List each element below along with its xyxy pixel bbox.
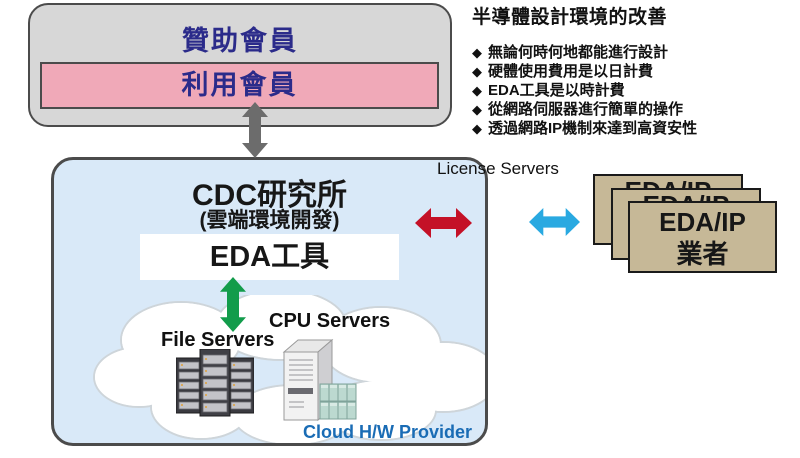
eda-tools-label: EDA工具: [209, 241, 330, 273]
members-cdc-arrow-icon: [242, 102, 268, 158]
bullet-text: 無論何時何地都能進行設計: [488, 44, 669, 61]
list-item: ◆ 透過網路IP機制來達到高資安性: [472, 119, 798, 138]
list-item: ◆ 硬體使用費用是以日計費: [472, 62, 798, 81]
cpu-servers-label: CPU Servers: [269, 310, 391, 332]
eda-cloud-arrow-icon: [220, 277, 246, 332]
diamond-bullet-icon: ◆: [472, 102, 482, 117]
diamond-bullet-icon: ◆: [472, 64, 482, 79]
license-servers-label: License Servers: [437, 159, 559, 178]
license-vendor-arrow-icon: [529, 208, 580, 236]
list-item: ◆ 從網路伺服器進行簡單的操作: [472, 100, 798, 119]
cloud-provider-label: Cloud H/W Provider: [302, 422, 472, 442]
eda-ip-label: EDA/IP: [659, 207, 746, 237]
cdc-institute-box: CDC研究所 (雲端環境開發) EDA工具 File Servers CPU S…: [51, 157, 488, 446]
cdc-subtitle: (雲端環境開發): [199, 209, 340, 232]
improvement-panel: 半導體設計環境的改善 ◆ 無論何時何地都能進行設計 ◆ 硬體使用費用是以日計費 …: [472, 2, 798, 138]
sponsor-member-label: 贊助會員: [182, 26, 298, 56]
cpu-server-icon: [282, 338, 357, 422]
file-server-icon: [176, 349, 254, 417]
diamond-bullet-icon: ◆: [472, 121, 482, 136]
improvement-title: 半導體設計環境的改善: [472, 7, 668, 28]
list-item: ◆ EDA工具是以時計費: [472, 81, 798, 100]
bullet-text: 從網路伺服器進行簡單的操作: [488, 101, 684, 118]
eda-tools-box: EDA工具: [140, 234, 399, 280]
eda-ip-vendor-label: 業者: [676, 239, 729, 269]
eda-ip-vendor-box-front: EDA/IP 業者: [628, 201, 777, 273]
diamond-bullet-icon: ◆: [472, 83, 482, 98]
user-member-box: 利用會員: [40, 62, 439, 109]
improvement-list: ◆ 無論何時何地都能進行設計 ◆ 硬體使用費用是以日計費 ◆ EDA工具是以時計…: [472, 43, 798, 138]
bullet-text: 硬體使用費用是以日計費: [488, 63, 654, 80]
bullet-text: EDA工具是以時計費: [488, 82, 625, 99]
sponsor-member-box: 贊助會員 利用會員: [28, 3, 452, 127]
bullet-text: 透過網路IP機制來達到高資安性: [488, 120, 698, 137]
diamond-bullet-icon: ◆: [472, 45, 482, 60]
list-item: ◆ 無論何時何地都能進行設計: [472, 43, 798, 62]
file-servers-label: File Servers: [161, 329, 275, 351]
cdc-title: CDC研究所: [192, 179, 347, 212]
user-member-label: 利用會員: [181, 70, 298, 100]
cdc-license-arrow-icon: [415, 208, 472, 238]
